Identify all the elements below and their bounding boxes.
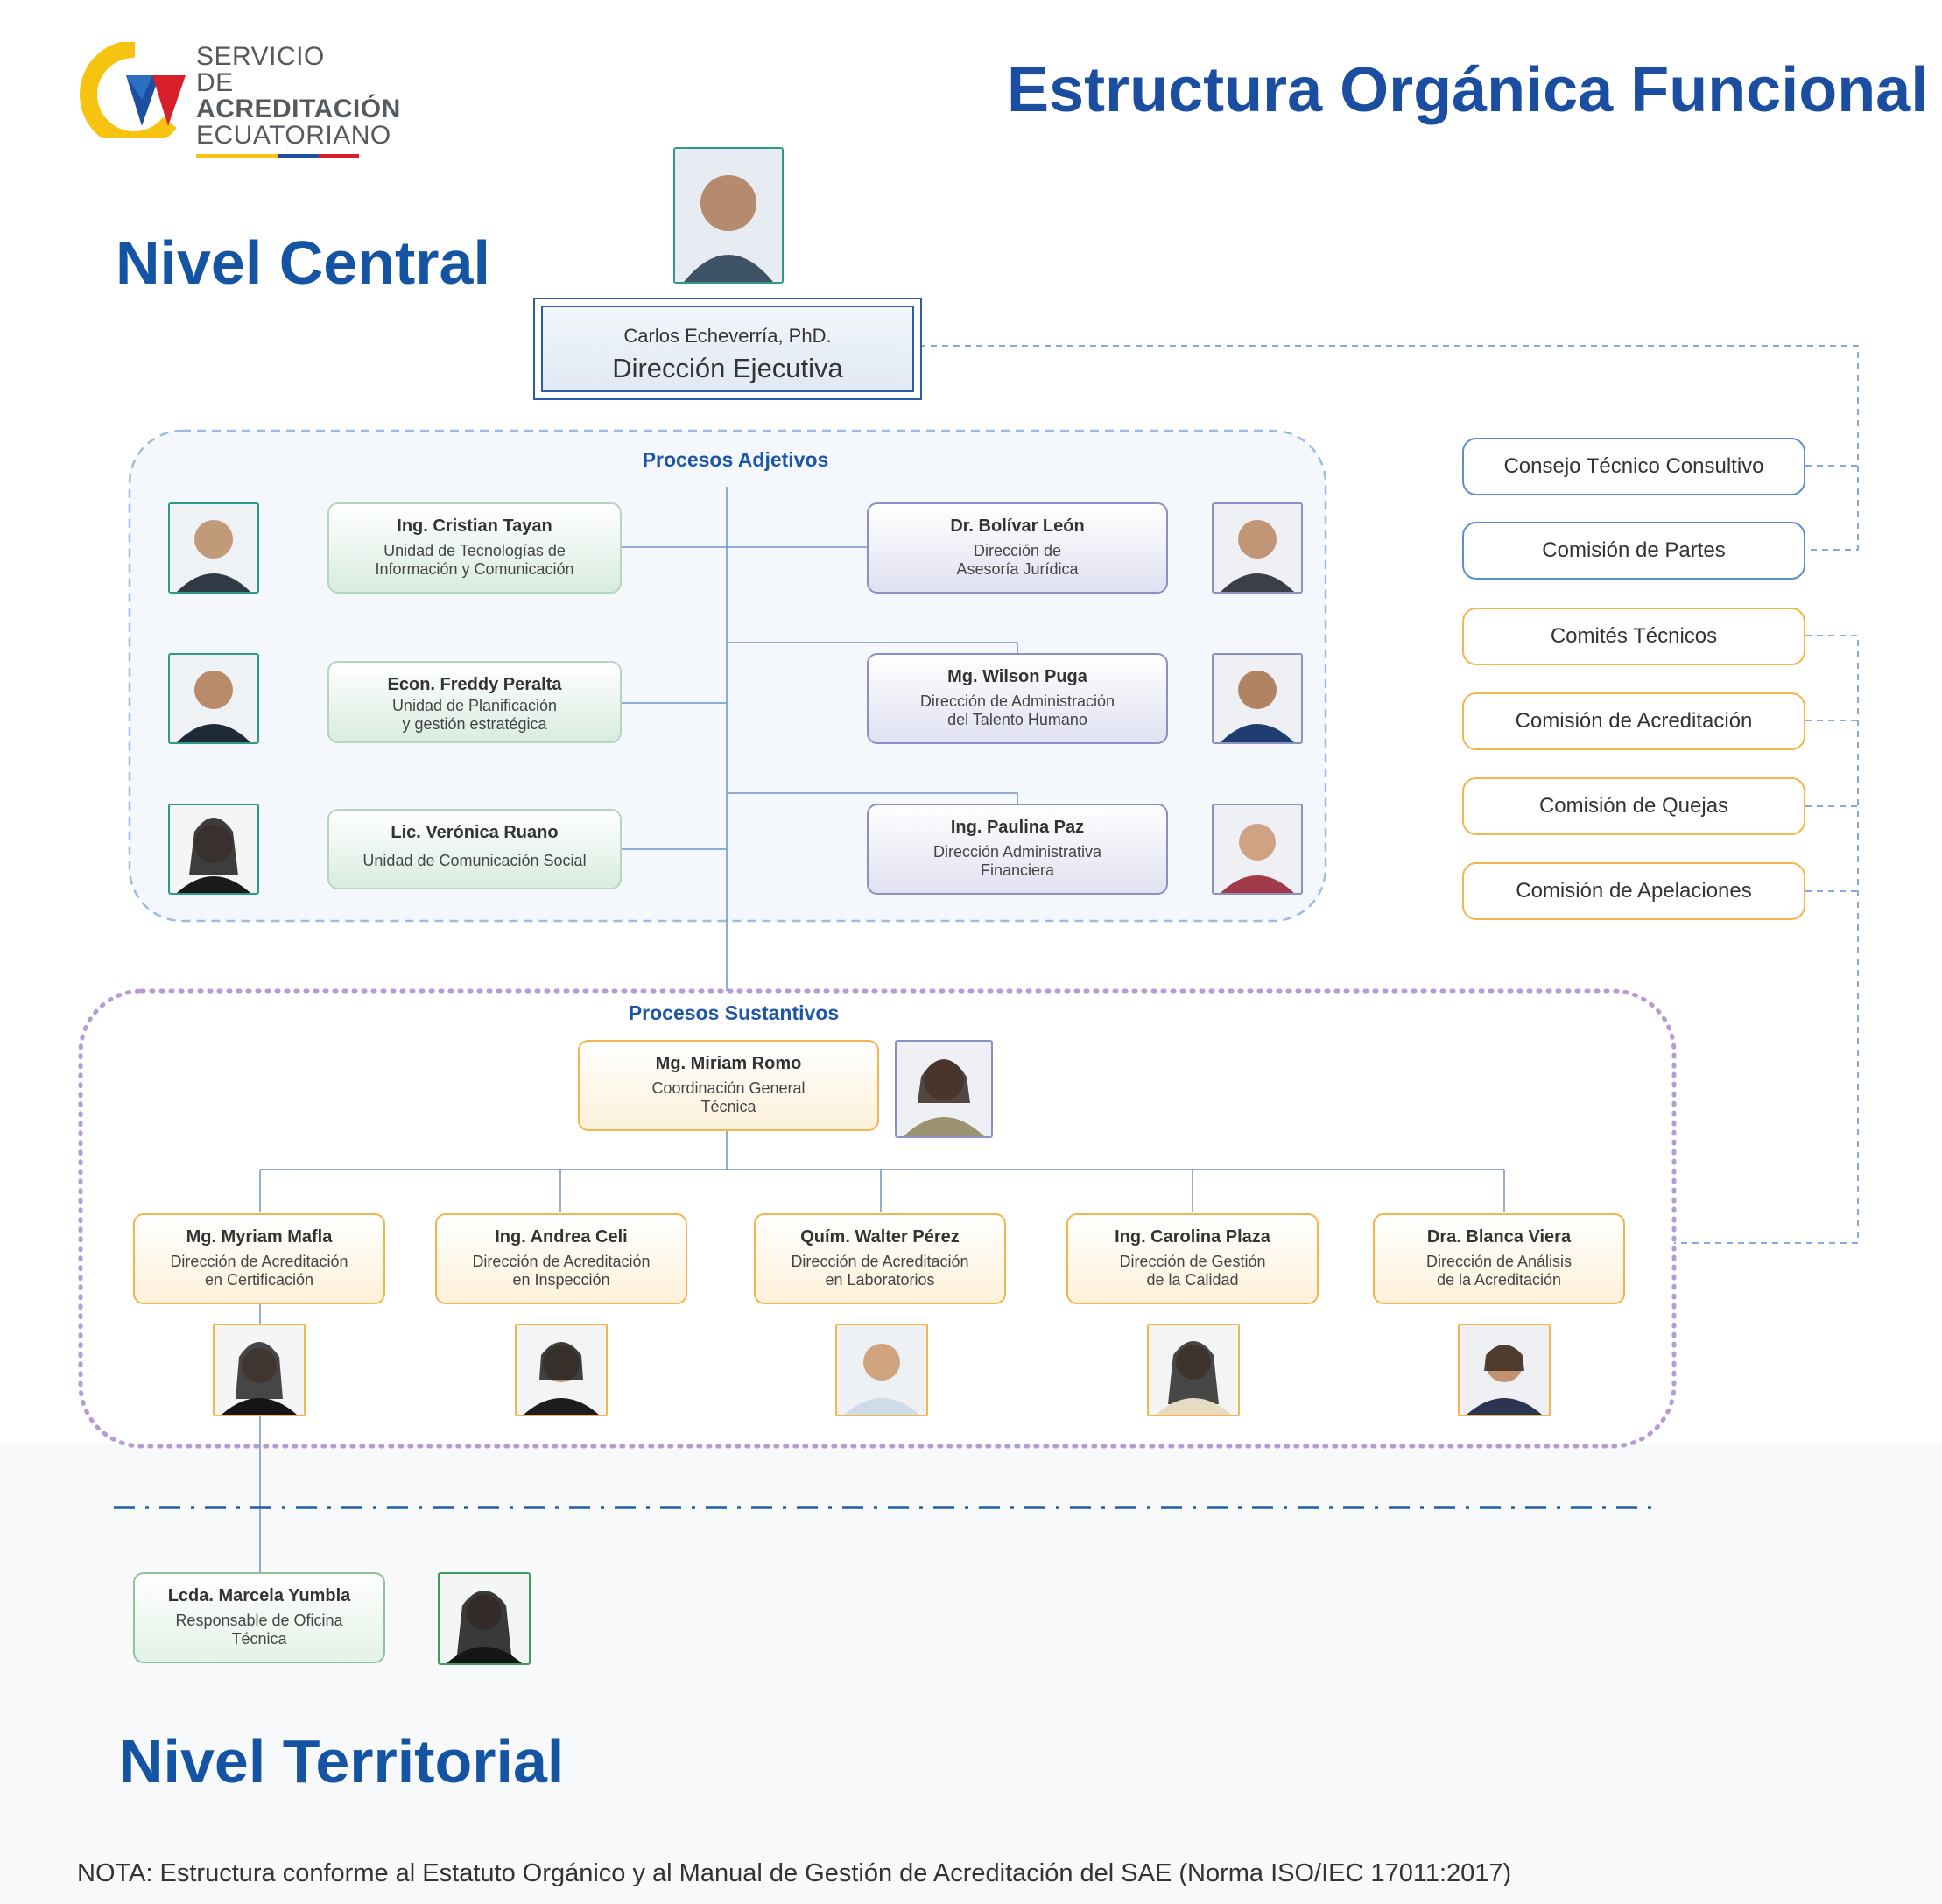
coordinator-role-line: Coordinación General — [651, 1079, 806, 1097]
side-body-comision-partes: Comisión de Partes — [1462, 522, 1805, 580]
executive-box: Carlos Echeverría, PhD. Dirección Ejecut… — [533, 298, 922, 400]
side-body-comision-acreditacion: Comisión de Acreditación — [1462, 692, 1805, 750]
side-body-comision-quejas: Comisión de Quejas — [1462, 777, 1805, 835]
person-photo — [1212, 653, 1303, 744]
unit-head-name: Ing. Cristian Tayan — [397, 516, 552, 536]
direction-role-line: de la Acreditación — [1436, 1271, 1562, 1289]
direction-role-line: Dirección de Gestión — [1119, 1253, 1266, 1270]
sae-logo-mark-icon — [80, 39, 186, 149]
direction-head-name: Ing. Andrea Celi — [495, 1227, 628, 1247]
unit-card: Ing. Paulina Paz Dirección Administrativ… — [867, 804, 1168, 895]
direction-role-line: en Laboratorios — [825, 1271, 935, 1289]
coordinator-role-line: Técnica — [700, 1098, 756, 1115]
level-territorial-title: Nivel Territorial — [119, 1727, 565, 1795]
direction-head-name: Quím. Walter Pérez — [800, 1227, 960, 1247]
logo-line-3: ECUATORIANO — [196, 121, 391, 150]
unit-role-line: Unidad de Planificación — [391, 697, 558, 714]
direction-card: Mg. Myriam Mafla Dirección de Acreditaci… — [133, 1213, 385, 1304]
sustantivos-title: Procesos Sustantivos — [628, 1001, 840, 1024]
territorial-role-line: Responsable de Oficina — [175, 1612, 343, 1629]
person-photo — [1458, 1324, 1551, 1416]
direction-card: Ing. Andrea Celi Dirección de Acreditaci… — [435, 1213, 687, 1304]
executive-photo — [673, 147, 784, 284]
direction-role-line: de la Calidad — [1146, 1271, 1239, 1289]
person-photo — [1212, 804, 1303, 895]
sae-logo: SERVICIO DE ACREDITACIÓN ECUATORIANO — [74, 39, 441, 158]
unit-role-line: Financiera — [980, 861, 1055, 879]
unit-role-line: Unidad de Comunicación Social — [362, 852, 587, 869]
executive-role: Dirección Ejecutiva — [612, 353, 843, 383]
direction-role-line: en Inspección — [512, 1271, 610, 1289]
direction-card: Ing. Carolina Plaza Dirección de Gestión… — [1066, 1213, 1319, 1304]
direction-role-line: Dirección de Acreditación — [791, 1253, 969, 1270]
direction-role-line: en Certificación — [204, 1271, 314, 1289]
unit-card: Ing. Cristian Tayan Unidad de Tecnología… — [327, 502, 622, 594]
direction-head-name: Ing. Carolina Plaza — [1115, 1227, 1270, 1247]
person-photo — [515, 1324, 608, 1416]
unit-head-name: Ing. Paulina Paz — [950, 818, 1085, 837]
person-photo — [1212, 502, 1303, 594]
page-title: Estructura Orgánica Funcional — [1007, 55, 1929, 125]
unit-role-line: Dirección Administrativa — [932, 843, 1102, 861]
direction-head-name: Mg. Myriam Mafla — [186, 1227, 333, 1247]
person-photo — [835, 1324, 928, 1416]
side-body-comites-tecnicos: Comités Técnicos — [1462, 608, 1805, 665]
unit-role-line: Dirección de Administración — [919, 692, 1115, 710]
direction-head-name: Dra. Blanca Viera — [1426, 1227, 1572, 1247]
territorial-card: Lcda. Marcela Yumbla Responsable de Ofic… — [133, 1572, 385, 1663]
unit-role-line: del Talento Humano — [947, 711, 1087, 728]
territorial-role-line: Técnica — [231, 1630, 287, 1648]
unit-card: Lic. Verónica Ruano Unidad de Comunicaci… — [327, 809, 622, 889]
direction-card: Quím. Walter Pérez Dirección de Acredita… — [754, 1213, 1006, 1304]
unit-card: Mg. Wilson Puga Dirección de Administrac… — [867, 653, 1168, 744]
unit-role-line: Asesoría Jurídica — [956, 560, 1079, 578]
person-photo — [438, 1572, 531, 1665]
logo-line-1: SERVICIO — [196, 42, 325, 71]
person-photo — [168, 502, 259, 594]
logo-line-2: DE ACREDITACIÓN — [196, 68, 401, 123]
person-photo — [213, 1324, 306, 1416]
direction-role-line: Dirección de Análisis — [1425, 1253, 1573, 1270]
unit-role-line: y gestión estratégica — [402, 715, 547, 733]
person-photo — [895, 1040, 993, 1138]
adjetivos-title: Procesos Adjetivos — [642, 448, 829, 471]
person-photo — [1147, 1324, 1240, 1416]
executive-name: Carlos Echeverría, PhD. — [623, 325, 832, 347]
unit-head-name: Mg. Wilson Puga — [947, 667, 1087, 686]
direction-role-line: Dirección de Acreditación — [472, 1253, 651, 1270]
unit-role-line: Dirección de — [973, 542, 1062, 559]
person-photo — [168, 653, 259, 744]
unit-head-name: Lic. Verónica Ruano — [391, 823, 559, 842]
unit-head-name: Econ. Freddy Peralta — [387, 675, 562, 694]
unit-role-line: Información y Comunicación — [375, 560, 574, 578]
unit-head-name: Dr. Bolívar León — [950, 516, 1085, 536]
coordinator-name: Mg. Miriam Romo — [655, 1054, 802, 1073]
territorial-head-name: Lcda. Marcela Yumbla — [167, 1586, 351, 1605]
side-body-comision-apelaciones: Comisión de Apelaciones — [1462, 862, 1805, 920]
direction-role-line: Dirección de Acreditación — [170, 1253, 348, 1270]
unit-card: Econ. Freddy Peralta Unidad de Planifica… — [327, 661, 622, 743]
unit-role-line: Unidad de Tecnologías de — [383, 542, 566, 559]
person-photo — [168, 804, 259, 895]
footnote: NOTA: Estructura conforme al Estatuto Or… — [77, 1859, 1512, 1887]
side-body-consejo-tecnico: Consejo Técnico Consultivo — [1462, 438, 1805, 495]
level-central-title: Nivel Central — [116, 228, 490, 297]
